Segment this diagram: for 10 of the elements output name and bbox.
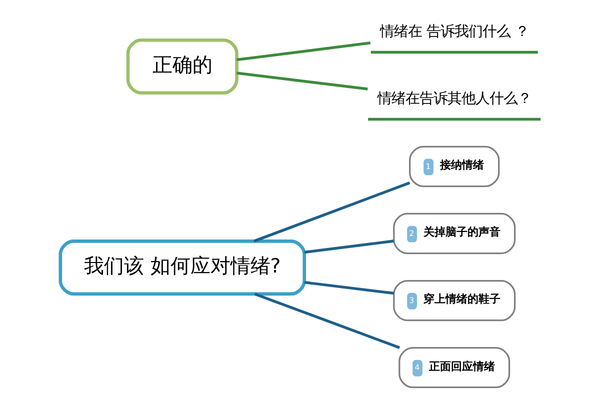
node-text: 情绪在告诉其他人什么？ bbox=[376, 91, 531, 108]
connector bbox=[254, 292, 400, 349]
connector bbox=[236, 72, 368, 90]
node-box: 正确的 bbox=[126, 38, 238, 94]
connector bbox=[304, 281, 394, 295]
node-text: 情绪在 告诉我们什么 ？ bbox=[379, 24, 528, 40]
node-box: 我们该 如何应对情绪? bbox=[58, 240, 306, 296]
connector bbox=[236, 42, 370, 62]
connector bbox=[253, 182, 410, 242]
connector bbox=[304, 240, 394, 254]
